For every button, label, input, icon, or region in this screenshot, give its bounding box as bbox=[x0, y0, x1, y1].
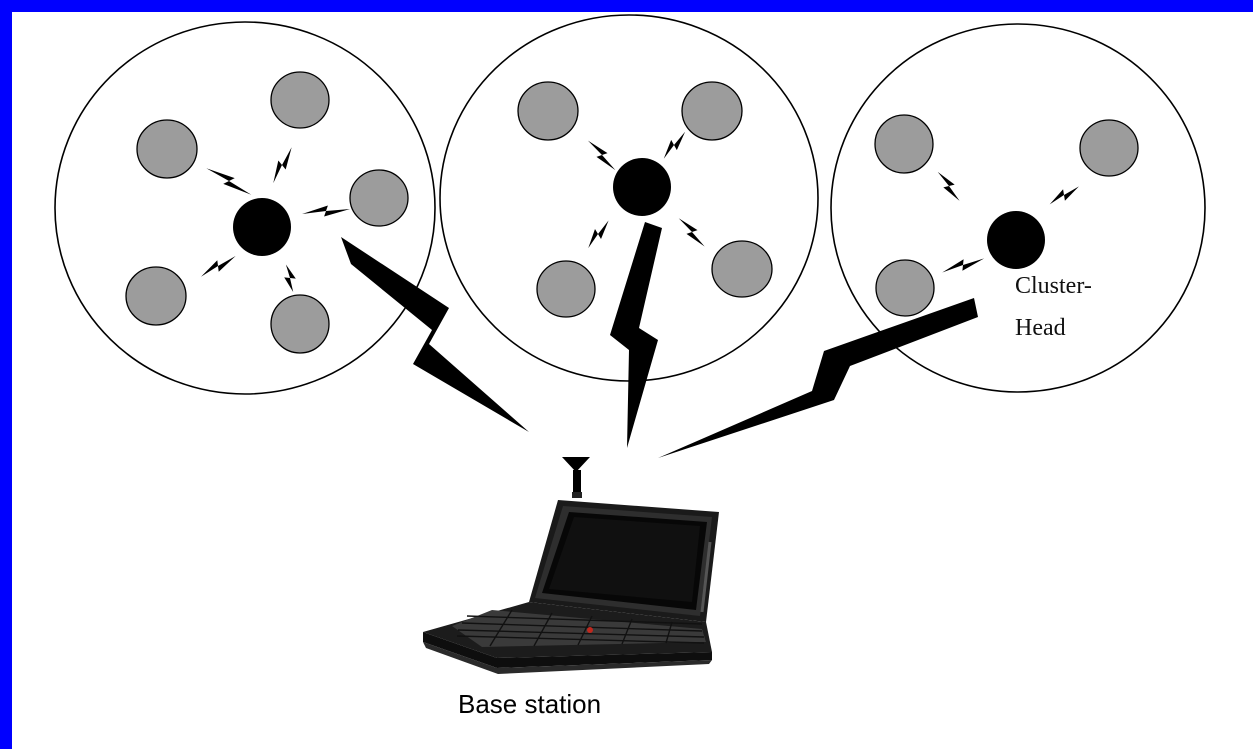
sensor-node bbox=[136, 119, 198, 179]
antenna-icon bbox=[562, 457, 590, 498]
wireless-link-bolt bbox=[284, 264, 296, 292]
sensor-nodes bbox=[125, 71, 1139, 354]
cluster-heads bbox=[233, 158, 1045, 269]
cluster-head-node bbox=[987, 211, 1045, 269]
sensor-node bbox=[349, 169, 409, 227]
wireless-link-bolt bbox=[663, 131, 686, 159]
sensor-node bbox=[681, 81, 743, 141]
cluster-head-label-line2: Head bbox=[1015, 315, 1066, 341]
uplink-bolts bbox=[341, 222, 978, 458]
uplink-bolt-right bbox=[658, 298, 978, 458]
wireless-link-bolt bbox=[206, 168, 252, 195]
cluster-network-diagram bbox=[54, 14, 1206, 674]
sensor-node bbox=[875, 259, 935, 317]
sensor-node bbox=[270, 71, 330, 129]
uplink-bolt-middle bbox=[610, 222, 662, 448]
wireless-link-bolt bbox=[302, 205, 351, 217]
wireless-link-bolt bbox=[201, 256, 236, 277]
cluster-head-node bbox=[233, 198, 291, 256]
wireless-link-bolt bbox=[942, 258, 985, 273]
laptop-keyboard bbox=[456, 609, 705, 647]
sensor-node bbox=[125, 266, 187, 326]
wireless-link-bolt bbox=[937, 171, 960, 201]
wireless-link-bolt bbox=[588, 220, 609, 249]
wireless-link-bolt bbox=[678, 218, 705, 247]
sensor-node bbox=[711, 240, 773, 298]
laptop-icon bbox=[423, 500, 719, 674]
base-station-label: Base station bbox=[458, 689, 602, 719]
sensor-node bbox=[536, 260, 596, 318]
sensor-node bbox=[874, 114, 934, 174]
sensor-node bbox=[1079, 119, 1139, 177]
wireless-link-bolt bbox=[273, 147, 292, 184]
cluster-head-label: Cluster- bbox=[1015, 273, 1092, 299]
cluster-head-node bbox=[613, 158, 671, 216]
sensor-node bbox=[270, 294, 330, 354]
intra-cluster-links bbox=[201, 131, 1079, 292]
diagram-canvas: Cluster- Head Base station bbox=[12, 12, 1253, 749]
wireless-link-bolt bbox=[1049, 186, 1079, 205]
sensor-node bbox=[517, 81, 579, 141]
uplink-bolt-left bbox=[341, 237, 529, 432]
wireless-link-bolt bbox=[587, 140, 616, 171]
